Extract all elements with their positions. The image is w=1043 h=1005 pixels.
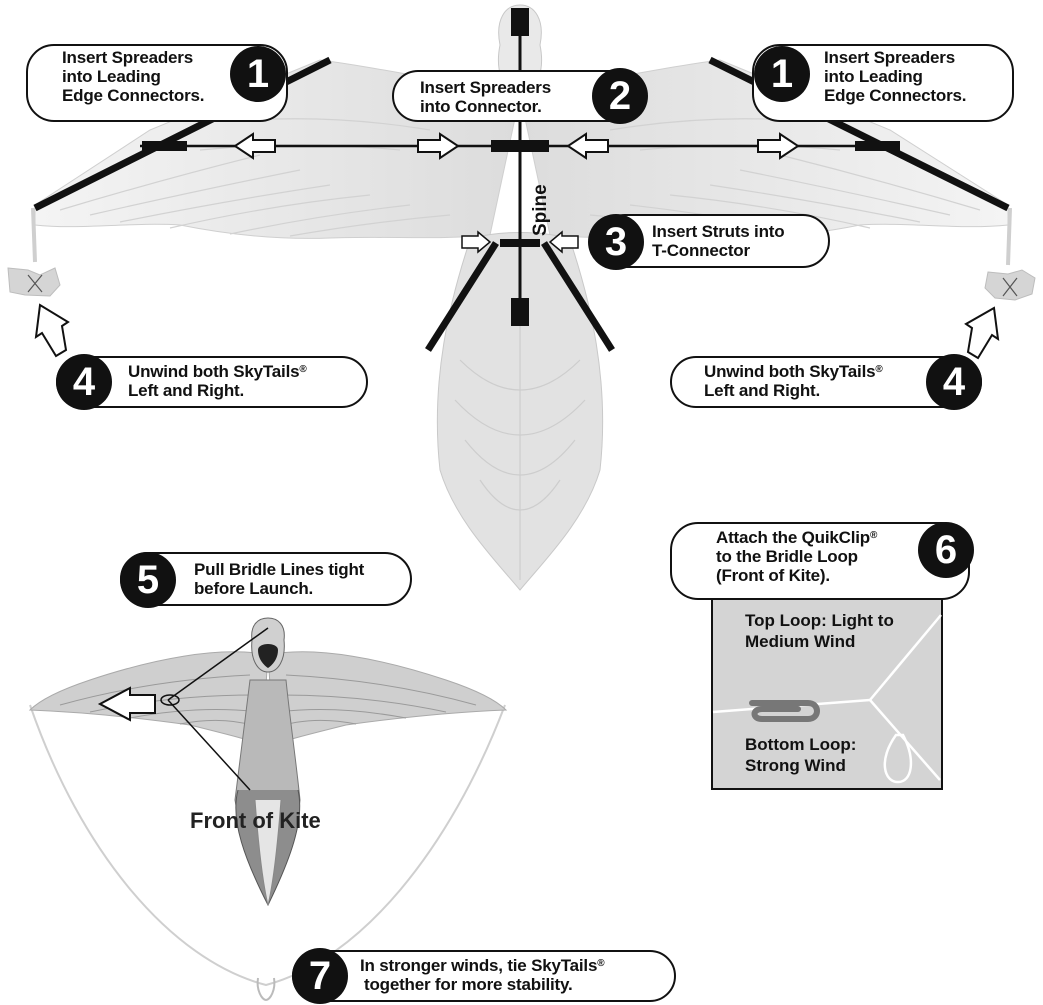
step3-line1: Insert Struts into: [652, 222, 785, 241]
step7-registered-mark: ®: [597, 958, 605, 969]
step1-left-line3: Edge Connectors.: [62, 86, 205, 105]
step1-left-line2: into Leading: [62, 67, 161, 86]
step6-line2: to the Bridle Loop: [716, 547, 858, 566]
bridle-line-bottom: [167, 699, 251, 791]
step5-text: Pull Bridle Lines tight before Launch.: [194, 560, 364, 598]
bottom-loop-label: Bottom Loop: Strong Wind: [745, 734, 856, 776]
arrow-skytail-left: [34, 303, 70, 358]
quikclip-inset-panel: Top Loop: Light to Medium Wind Bottom Lo…: [711, 598, 943, 790]
step5-line1: Pull Bridle Lines tight: [194, 560, 365, 579]
step4-right-registered-mark: ®: [875, 364, 883, 375]
step4-left-number: 4: [56, 354, 112, 410]
pull-arrow: [97, 686, 156, 722]
step1-right-text: Insert Spreaders into Leading Edge Conne…: [824, 48, 966, 105]
t-connector: [500, 239, 540, 247]
step6-line3: (Front of Kite).: [716, 566, 830, 585]
step3-number: 3: [588, 214, 644, 270]
step4-left-registered-mark: ®: [299, 364, 307, 375]
step1-right-line3: Edge Connectors.: [824, 86, 967, 105]
top-loop-line2: Medium Wind: [745, 632, 856, 651]
step4-left-line2: Left and Right.: [128, 381, 244, 400]
step1-right-line2: into Leading: [824, 67, 923, 86]
strut-right: [541, 241, 615, 352]
bottom-loop-line1: Bottom Loop:: [745, 735, 857, 754]
step4-left-line1: Unwind both SkyTails: [128, 362, 300, 381]
step2-line1: Insert Spreaders: [420, 78, 551, 97]
spine-label: Spine: [530, 184, 551, 236]
step4-right-line2: Left and Right.: [704, 381, 820, 400]
step4-right-line1: Unwind both SkyTails: [704, 362, 876, 381]
step6-line1: Attach the QuikClip: [716, 528, 870, 547]
top-loop-label: Top Loop: Light to Medium Wind: [745, 610, 894, 652]
step7-text: In stronger winds, tie SkyTails® togethe…: [360, 956, 605, 994]
top-kite: [7, 4, 1036, 591]
front-view-kite: [28, 617, 508, 1002]
step3-line2: T-Connector: [652, 241, 750, 260]
step5-line2: before Launch.: [194, 579, 314, 598]
bottom-loop-line2: Strong Wind: [745, 756, 846, 775]
top-loop-line1: Top Loop: Light to: [745, 611, 894, 630]
front-of-kite-label: Front of Kite: [190, 808, 321, 833]
step7-line2: together for more stability.: [364, 975, 573, 994]
skytail-right: [984, 269, 1036, 301]
step7-line1: In stronger winds, tie SkyTails: [360, 956, 598, 975]
step1-left-number: 1: [230, 46, 286, 102]
step2-line2: into Connector.: [420, 97, 542, 116]
arrow-skytail-right: [964, 306, 1000, 360]
step4-left-text: Unwind both SkyTails® Left and Right.: [128, 362, 307, 400]
step6-text: Attach the QuikClip® to the Bridle Loop …: [716, 528, 877, 585]
step1-left-text: Insert Spreaders into Leading Edge Conne…: [62, 48, 204, 105]
step2-number: 2: [592, 68, 648, 124]
step1-right-number: 1: [754, 46, 810, 102]
step6-number: 6: [918, 522, 974, 578]
step2-text: Insert Spreaders into Connector.: [420, 78, 551, 116]
step4-right-text: Unwind both SkyTails® Left and Right.: [704, 362, 883, 400]
step6-registered-mark: ®: [869, 530, 878, 541]
step1-right-line1: Insert Spreaders: [824, 48, 955, 67]
bridle-line-top: [167, 627, 269, 701]
step1-left-line1: Insert Spreaders: [62, 48, 193, 67]
step5-number: 5: [120, 552, 176, 608]
step4-right-number: 4: [926, 354, 982, 410]
step3-text: Insert Struts into T-Connector: [652, 222, 785, 260]
strut-left: [425, 241, 499, 352]
front-wing-right: [267, 651, 508, 746]
step7-number: 7: [292, 948, 348, 1004]
